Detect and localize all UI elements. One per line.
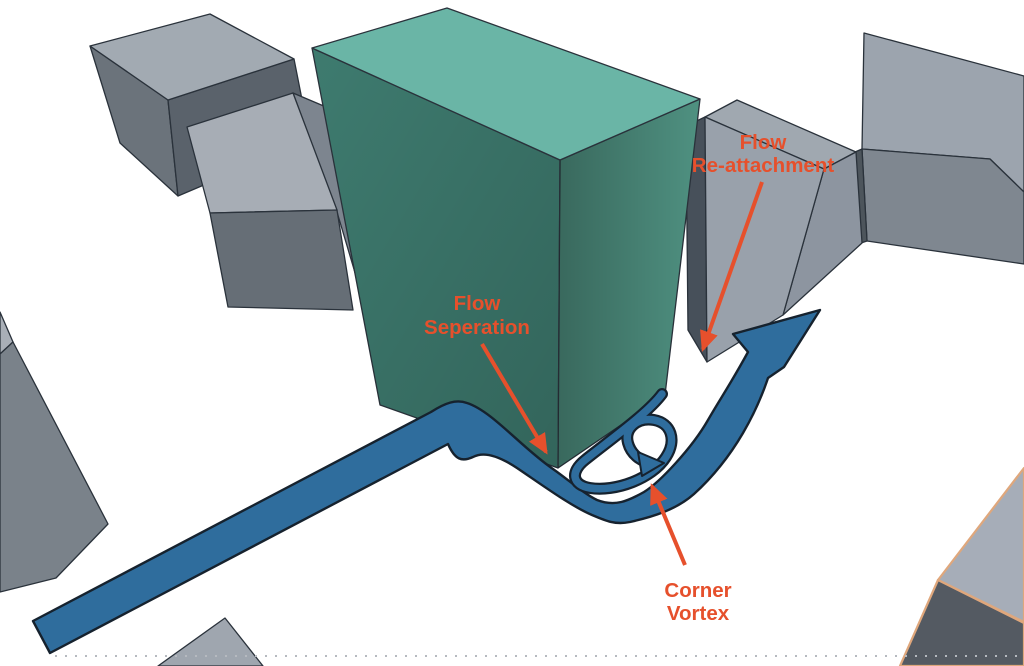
corner-vortex-label-line1: Corner <box>664 579 731 602</box>
building-7-corner <box>898 466 1024 666</box>
building-1-roof <box>89 13 295 101</box>
building-5-front-face <box>0 341 109 593</box>
corner-vortex-label-line2: Vortex <box>667 602 730 625</box>
city-buildings <box>0 13 1024 666</box>
flow-reattachment-label-line1: Flow <box>740 131 787 154</box>
building-2-front-face <box>209 209 354 311</box>
tall-teal-building <box>311 7 701 469</box>
building-7-side-face <box>898 578 1024 666</box>
wind-flow-arrow <box>31 308 822 655</box>
flow-separation-label-line2: Seperation <box>424 316 530 339</box>
teal-building-corner-shading <box>558 99 700 468</box>
annotation-labels: Flow Seperation Flow Re-attachment Corne… <box>424 131 834 625</box>
flow-separation-leader-line <box>480 342 548 455</box>
annotation-leaders <box>480 181 764 566</box>
flow-reattachment-label-line2: Re-attachment <box>692 154 835 177</box>
teal-building-roof <box>311 7 701 161</box>
corner-vortex-arrowhead <box>637 451 665 477</box>
corner-vortex-leader-line <box>650 483 687 566</box>
building-6-roof-corner <box>157 617 264 666</box>
flow-separation-label-line1: Flow <box>454 292 501 315</box>
building-3-front-face <box>704 116 825 363</box>
corner-vortex <box>569 388 678 495</box>
flow-reattachment-leader-line <box>700 181 764 352</box>
teal-building-front-shading <box>312 48 560 468</box>
